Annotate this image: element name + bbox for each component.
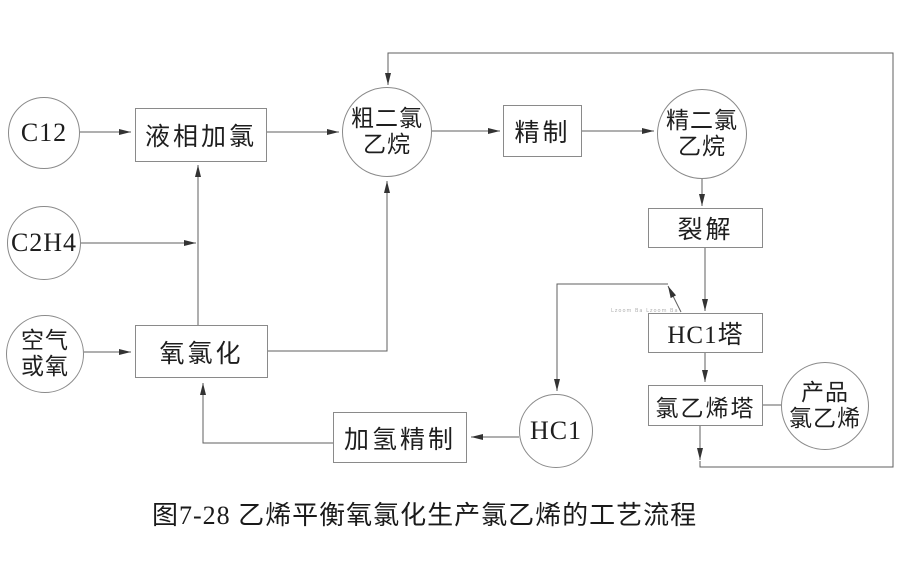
flow-oxychlorination-to-crude-dce-arrow xyxy=(268,181,390,352)
node-air-or-oxygen: 空气 或氧 xyxy=(6,315,84,393)
node-product-vinyl-chloride: 产品 氯乙烯 xyxy=(781,362,869,450)
box-refining: 精制 xyxy=(503,105,582,157)
node-c2h4: C2H4 xyxy=(7,206,81,280)
node-product-label-line1: 产品 xyxy=(801,380,849,406)
node-cl2-label: C12 xyxy=(20,118,68,148)
node-refined-dce-label-line2: 乙烷 xyxy=(678,134,726,159)
recycle-loop-to-crude-dce-arrow xyxy=(385,52,894,468)
node-refined-dce-label-line1: 精二氯 xyxy=(666,108,738,134)
node-air-or-oxygen-label-line2: 或氧 xyxy=(21,354,69,379)
node-air-or-oxygen-label-line1: 空气 xyxy=(21,328,69,354)
box-oxychlorination: 氧氯化 xyxy=(135,325,268,378)
flow-hcl-tower-overhead-diagonal-arrow xyxy=(667,285,682,313)
node-crude-dichloroethane: 粗二氯 乙烷 xyxy=(342,87,432,177)
box-oxychlorination-label: 氧氯化 xyxy=(159,340,244,368)
flow-overhead-to-hcl-node-arrow xyxy=(554,283,668,391)
box-vinyl-chloride-tower: 氯乙烯塔 xyxy=(648,385,763,426)
node-cl2: C12 xyxy=(8,97,80,169)
box-hydrogenation-refining-label: 加氢精制 xyxy=(343,426,456,454)
box-hcl-tower: HC1塔 xyxy=(648,313,763,353)
node-c2h4-label: C2H4 xyxy=(10,228,78,258)
box-refining-label: 精制 xyxy=(514,120,571,147)
node-hcl-label: HC1 xyxy=(529,416,583,446)
box-hcl-tower-label: HC1塔 xyxy=(667,322,744,349)
node-hcl: HC1 xyxy=(519,394,593,468)
box-liquid-phase-chlorination: 液相加氯 xyxy=(135,108,267,162)
node-refined-dichloroethane: 精二氯 乙烷 xyxy=(657,89,747,179)
flow-hydrogenation-to-oxychlorination-arrow xyxy=(200,383,333,444)
figure-caption: 图7-28 乙烯平衡氧氯化生产氯乙烯的工艺流程 xyxy=(152,501,698,530)
box-hydrogenation-refining: 加氢精制 xyxy=(333,412,467,463)
node-crude-dce-label-line2: 乙烷 xyxy=(363,132,411,157)
box-cracking-label: 裂解 xyxy=(677,217,734,244)
box-liquid-phase-chlorination-label: 液相加氯 xyxy=(144,124,257,151)
node-crude-dce-label-line1: 粗二氯 xyxy=(351,106,423,132)
box-cracking: 裂解 xyxy=(648,208,763,248)
watermark-text: Lzoom Ba Lzoom Ba xyxy=(611,308,679,314)
box-vinyl-chloride-tower-label: 氯乙烯塔 xyxy=(655,395,756,421)
node-product-label-line2: 氯乙烯 xyxy=(789,406,861,431)
